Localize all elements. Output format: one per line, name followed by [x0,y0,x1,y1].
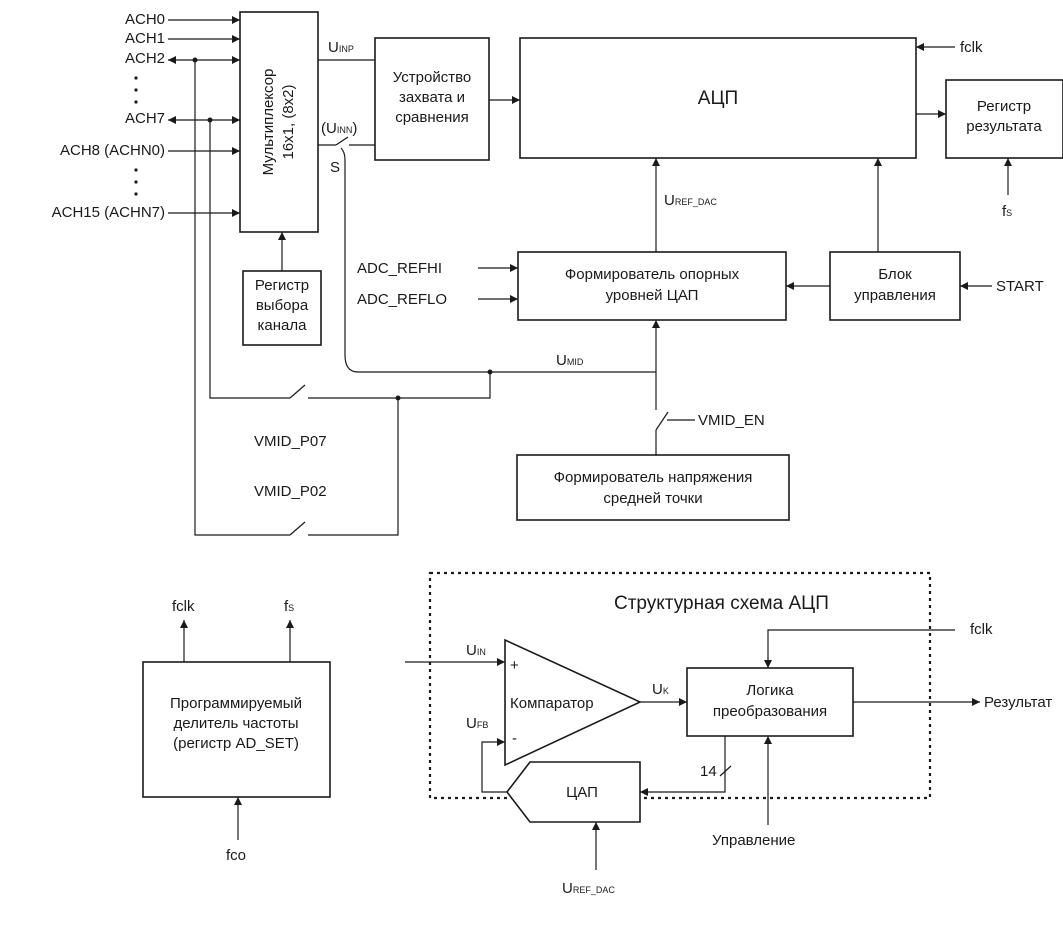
multiplexer-block [239,11,319,233]
control-block [829,251,961,321]
label-u-inp: UINP [328,39,354,56]
structure-title: Структурная схема АЦП [614,593,829,614]
structure-dashed-frame [428,571,932,800]
bus-slash [719,765,732,777]
switch-vmid-p02 [289,521,306,536]
logic-label-2: преобразования [713,703,827,720]
comparator-symbol [504,638,642,767]
result-reg-label-2: результата [966,118,1042,135]
wire-ach2-to-switch-p02 [194,60,290,536]
channel-reg-label-1: Регистр [255,277,309,294]
label-fclk-divider: fclk [172,598,195,615]
control-label-2: управления [854,287,936,304]
channel-reg-label-2: выбора [256,297,309,314]
capture-label-3: сравнения [395,109,469,126]
label-adc-reflo: ADC_REFLO [357,291,447,308]
dac-symbol [505,761,641,823]
label-fs-top: fS [1002,203,1012,220]
ref-level-former-block [517,251,787,321]
capture-compare-block [374,37,490,161]
comparator-label: Компаратор [510,695,594,712]
result-register-block [945,79,1063,159]
mid-former-label-2: средней точки [603,490,702,507]
label-fco: fco [226,847,246,864]
midpoint-voltage-former-block [516,454,790,521]
input-ach8: ACH8 (ACHN0) [60,142,165,159]
dac-label: ЦАП [566,784,598,801]
mux-label-line1: Мультиплексор [260,69,277,176]
label-vmid-en: VMID_EN [698,412,765,429]
ellipsis-dots-upper [134,76,138,104]
comparator-minus: - [512,730,517,747]
wire-p02-to-node [308,398,399,536]
wire-u-fb-feedback [481,738,507,793]
adc-label: АЦП [698,88,738,109]
divider-label-3: (регистр AD_SET) [173,735,299,752]
switch-vmid-en [655,411,669,431]
ref-former-label-1: Формирователь опорных [565,266,740,283]
wire-fclk-to-logic [764,629,955,668]
label-u-fb: UFB [466,715,488,732]
label-bits: 14 [700,763,717,780]
label-control-bottom: Управление [712,832,795,849]
ellipsis-dots-lower [134,168,138,196]
label-u-mid: UMID [556,352,584,369]
label-s: S [330,159,340,176]
input-ach0: ACH0 [125,11,165,28]
control-label-1: Блок [878,266,912,283]
adc-block [519,37,917,159]
result-reg-label-1: Регистр [977,98,1031,115]
conversion-logic-block [686,667,854,737]
label-vmid-p07: VMID_P07 [254,433,327,450]
logic-label-1: Логика [746,682,794,699]
label-fs-divider: fS [284,598,294,615]
frequency-divider-block [142,661,331,798]
channel-reg-label-3: канала [258,317,308,334]
wire-ach7-to-switch-p07 [209,120,290,399]
label-adc-refhi: ADC_REFHI [357,260,442,277]
label-u-ref-dac-top: UREF_DAC [664,192,717,209]
input-ach2: ACH2 [125,50,165,67]
switch-vmid-p07 [289,384,306,399]
capture-label-1: Устройство [393,69,471,86]
label-u-inn: (UINN) [321,120,357,137]
input-ach7: ACH7 [125,110,165,127]
label-start: START [996,278,1044,295]
wire-umid-to-switch-s [340,147,490,373]
wire-switches-to-umid [398,372,491,399]
label-vmid-p02: VMID_P02 [254,483,327,500]
input-ach15: ACH15 (ACHN7) [52,204,165,221]
comparator-plus: + [510,657,519,674]
switch-s [335,136,349,146]
capture-label-2: захвата и [399,89,465,106]
mid-former-label-1: Формирователь напряжения [554,469,753,486]
label-u-in: UIN [466,642,486,659]
label-result: Результат [984,694,1052,711]
divider-label-2: делитель частоты [173,715,298,732]
wire-logic-to-dac [640,736,726,796]
label-fclk-top: fclk [960,39,983,56]
ref-former-label-2: уровней ЦАП [606,287,699,304]
label-u-ref-dac-bottom: UREF_DAC [562,880,615,897]
label-fclk-structure: fclk [970,621,993,638]
label-u-k: UK [652,681,669,698]
mux-label-line2: 16x1, (8x2) [280,84,297,159]
divider-label-1: Программируемый [170,695,302,712]
input-ach1: ACH1 [125,30,165,47]
